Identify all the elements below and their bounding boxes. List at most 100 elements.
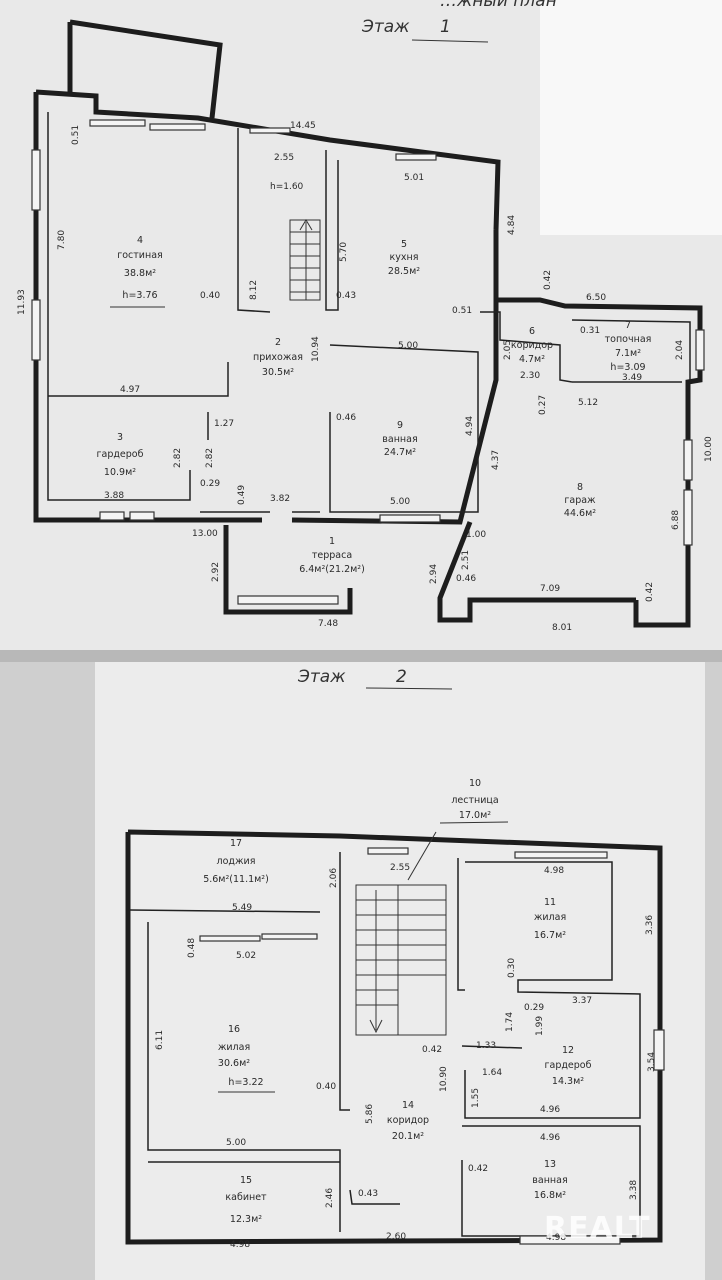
dimension-label: 0.46 (456, 574, 476, 584)
svg-text:жилая: жилая (218, 1042, 250, 1053)
svg-text:гараж: гараж (564, 495, 596, 506)
dimension-label: 0.51 (71, 125, 81, 145)
dimension-label: 5.86 (365, 1104, 375, 1124)
floor1-room-4: 4 гостиная 38.8м² h=3.76 (110, 235, 165, 308)
dimension-label: 2.55 (390, 863, 410, 873)
svg-text:коридор: коридор (511, 340, 553, 351)
dimension-label: 0.30 (507, 958, 517, 978)
svg-text:кухня: кухня (390, 252, 419, 263)
dimension-label: 5.49 (232, 903, 252, 913)
dimension-label: 0.43 (358, 1189, 378, 1199)
dimension-label: 0.42 (543, 270, 553, 290)
dimension-label: 5.02 (236, 951, 256, 961)
svg-text:6.4м²(21.2м²): 6.4м²(21.2м²) (299, 564, 365, 575)
dimension-label: 0.40 (200, 291, 220, 301)
floor1-room-2: 2 прихожая 30.5м² (253, 337, 303, 378)
dimension-label: 4.94 (465, 416, 475, 436)
dimension-label: 0.48 (187, 938, 197, 958)
dimension-label: 3.49 (622, 373, 642, 383)
dimension-label: 4.98 (544, 866, 564, 876)
svg-text:4.7м²: 4.7м² (519, 354, 545, 365)
dimension-label: 4.96 (540, 1105, 560, 1115)
svg-text:топочная: топочная (605, 334, 652, 345)
floor2-room-10: 10 лестница 17.0м² (439, 778, 509, 824)
dimension-label: 5.00 (398, 341, 418, 351)
dimension-label: 0.29 (524, 1003, 544, 1013)
dimension-label: 1.74 (505, 1012, 515, 1032)
floor1-room-6: 6 коридор 4.7м² (511, 326, 553, 365)
sheet-floor2 (95, 662, 705, 1280)
dimension-label: 2.06 (329, 868, 339, 888)
dimension-label: 14.45 (290, 121, 316, 131)
dimension-label: 13.00 (192, 529, 218, 539)
dimension-label: 2.82 (173, 448, 183, 468)
floor2-room-17: 17 лоджия 5.6м²(11.1м²) (203, 838, 269, 885)
dimension-label: 0.40 (316, 1082, 336, 1092)
floor1-room-9: 9 ванная 24.7м² (382, 420, 417, 458)
svg-text:5: 5 (401, 239, 407, 250)
svg-text:гостиная: гостиная (117, 250, 162, 261)
floor1-label: Этаж (361, 17, 410, 37)
floor1-stairs (289, 219, 321, 301)
dimension-label: 0.51 (452, 306, 472, 316)
dimension-label: 10.94 (311, 336, 321, 362)
dimension-label: 1.00 (466, 530, 486, 540)
floor1-underline (411, 39, 489, 43)
dimension-label: 4.37 (491, 450, 501, 470)
dimension-label: 2.92 (211, 562, 221, 582)
svg-text:9: 9 (397, 420, 403, 431)
dimension-label: 2.46 (325, 1188, 335, 1208)
svg-text:17: 17 (230, 838, 242, 849)
floor2-stairs (355, 831, 447, 1036)
svg-text:гардероб: гардероб (545, 1060, 592, 1071)
svg-text:3: 3 (117, 432, 123, 443)
svg-text:жилая: жилая (534, 912, 566, 923)
svg-text:13: 13 (544, 1159, 556, 1170)
dimension-label: 0.43 (336, 291, 356, 301)
dimension-label: 0.31 (580, 326, 600, 336)
floor2-room-13: 13 ванная 16.8м² (532, 1159, 567, 1201)
floor1-windows (31, 119, 705, 605)
floor1-room-1: 1 терраса 6.4м²(21.2м²) (299, 536, 365, 575)
dimension-label: 10.00 (704, 436, 714, 462)
top-title: …жный план (440, 0, 557, 11)
floor2-room-16: 16 жилая 30.6м² h=3.22 (218, 1024, 275, 1093)
dimension-label: 11.93 (17, 289, 27, 315)
dimension-label: 0.29 (200, 479, 220, 489)
dimension-label: 4.84 (507, 215, 517, 235)
dimension-label: 6.88 (671, 510, 681, 530)
svg-text:ванная: ванная (532, 1175, 567, 1186)
dimension-label: 2.30 (520, 371, 540, 381)
svg-text:14.3м²: 14.3м² (552, 1076, 584, 1087)
dimension-label: 2.51 (461, 550, 471, 570)
svg-text:8: 8 (577, 482, 583, 493)
svg-text:7: 7 (625, 320, 631, 331)
floor2-windows (199, 847, 665, 1245)
floor2-underline (365, 687, 453, 690)
dimension-label: 0.42 (645, 582, 655, 602)
dimension-label: 3.82 (270, 494, 290, 504)
dimension-label: 7.80 (57, 230, 67, 250)
dimension-label: 5.00 (390, 497, 410, 507)
svg-text:1: 1 (329, 536, 335, 547)
floor1-walls (33, 19, 703, 628)
dimension-label: 2.05 (503, 340, 513, 360)
dimension-label: 6.50 (586, 293, 606, 303)
svg-text:17.0м²: 17.0м² (459, 810, 491, 821)
svg-text:16.7м²: 16.7м² (534, 930, 566, 941)
dimension-label: 3.54 (647, 1052, 657, 1072)
svg-text:10: 10 (469, 778, 481, 789)
dimension-label: 5.70 (339, 242, 349, 262)
dimension-label: 1.33 (476, 1041, 496, 1051)
dimension-label: 2.82 (205, 448, 215, 468)
svg-text:16.8м²: 16.8м² (534, 1190, 566, 1201)
svg-text:h=3.22: h=3.22 (228, 1077, 263, 1088)
svg-text:24.7м²: 24.7м² (384, 447, 416, 458)
dimension-label: 0.27 (538, 395, 548, 415)
floor2-room-11: 11 жилая 16.7м² (534, 897, 566, 941)
floor1-number: 1 (440, 17, 451, 37)
dimension-label: 3.36 (645, 915, 655, 935)
